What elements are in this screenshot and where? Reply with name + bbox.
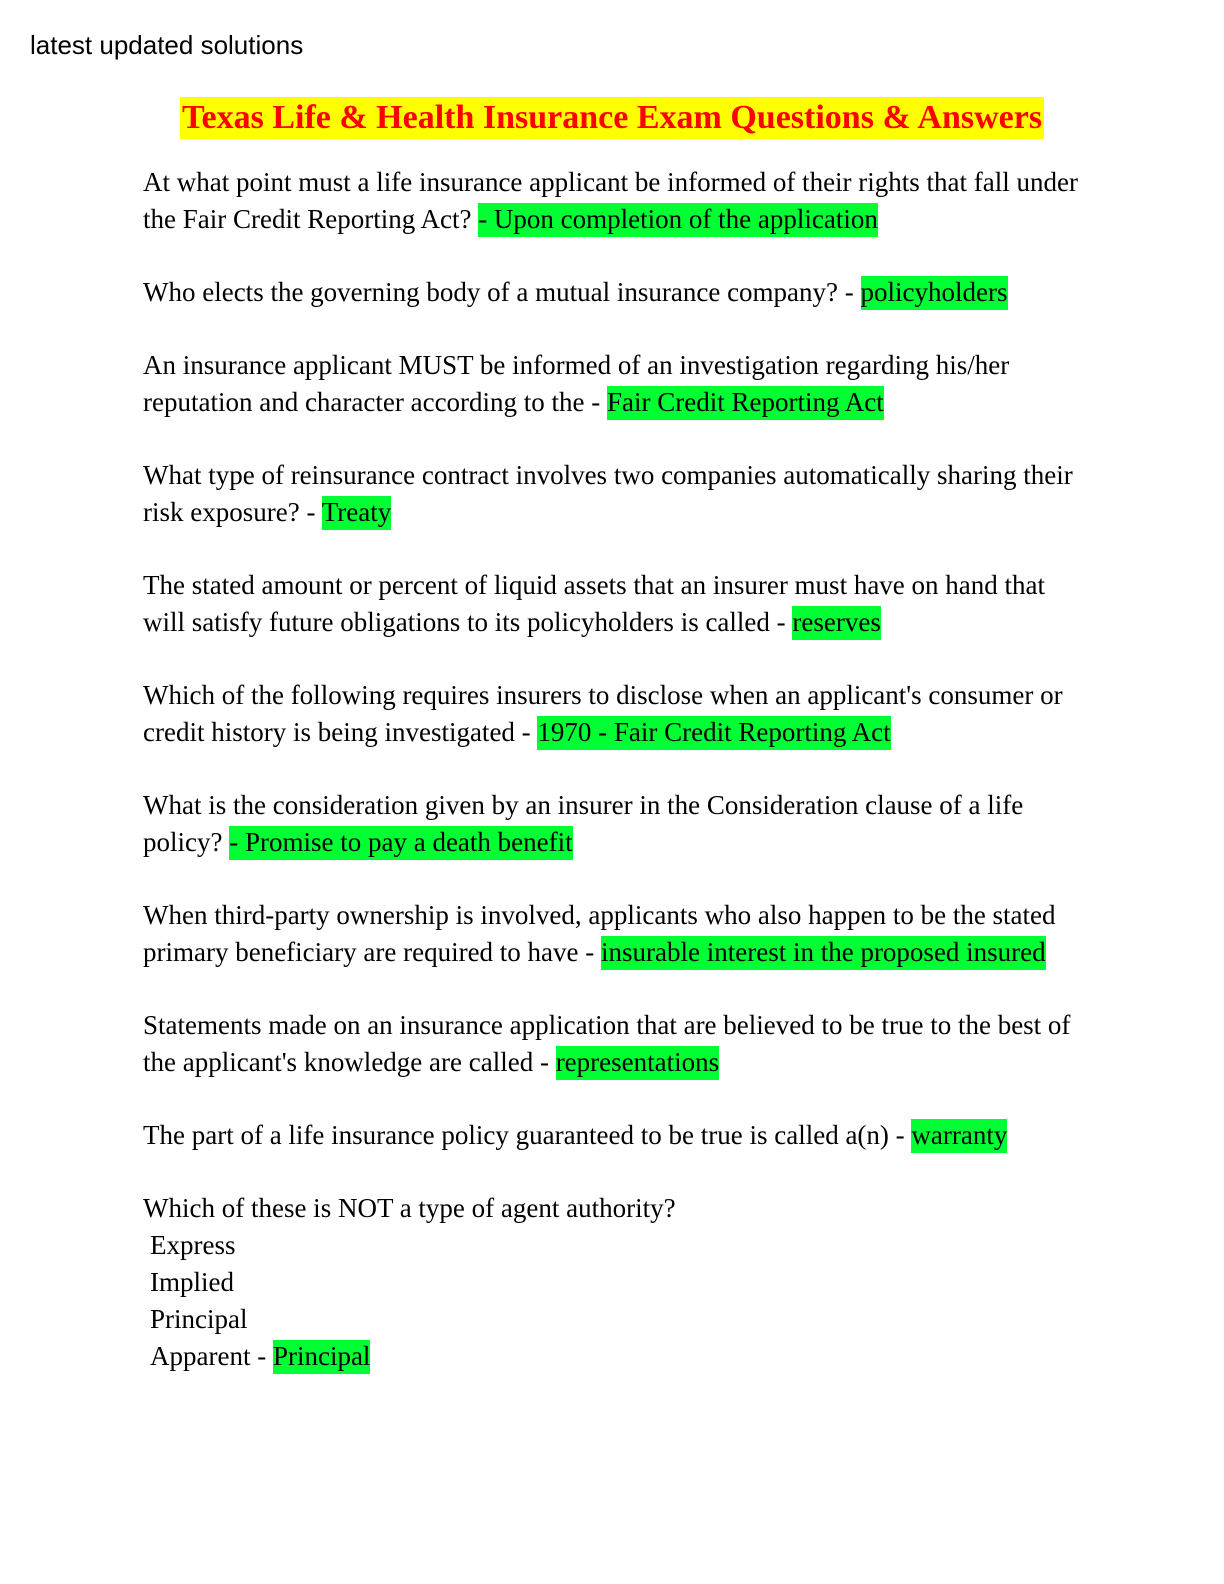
document-title: Texas Life & Health Insurance Exam Quest… <box>179 97 1045 139</box>
qa-item: The part of a life insurance policy guar… <box>143 1117 1083 1154</box>
answer-option-last: Apparent - Principal <box>143 1338 1083 1375</box>
answer-option: Express <box>150 1230 236 1260</box>
answer-option: Principal <box>150 1304 248 1334</box>
qa-item: Which of the following requires insurers… <box>143 677 1083 751</box>
answer-highlight: 1970 - Fair Credit Reporting Act <box>537 716 891 750</box>
qa-item: What type of reinsurance contract involv… <box>143 457 1083 531</box>
question-text: Which of these is NOT a type of agent au… <box>143 1193 676 1223</box>
qa-item: What is the consideration given by an in… <box>143 787 1083 861</box>
answer-option: Implied <box>150 1267 234 1297</box>
answer-highlight: warranty <box>911 1119 1008 1153</box>
question-text: What is the consideration given by an in… <box>143 790 1024 857</box>
question-text: What type of reinsurance contract involv… <box>143 460 1073 527</box>
answer-highlight: reserves <box>792 606 881 640</box>
qa-list: At what point must a life insurance appl… <box>143 164 1083 1411</box>
answer-highlight: Treaty <box>321 496 392 530</box>
qa-item: When third-party ownership is involved, … <box>143 897 1083 971</box>
answer-highlight: Fair Credit Reporting Act <box>607 386 884 420</box>
qa-item: Statements made on an insurance applicat… <box>143 1007 1083 1081</box>
answer-highlight: - Promise to pay a death benefit <box>229 826 573 860</box>
answer-highlight: insurable interest in the proposed insur… <box>601 936 1046 970</box>
qa-item: At what point must a life insurance appl… <box>143 164 1083 238</box>
answer-option-text: Apparent - <box>150 1341 273 1371</box>
question-text: At what point must a life insurance appl… <box>143 167 1078 234</box>
question-text: Who elects the governing body of a mutua… <box>143 277 861 307</box>
qa-item: Who elects the governing body of a mutua… <box>143 274 1083 311</box>
answer-highlight: policyholders <box>860 276 1008 310</box>
answer-highlight: - Upon completion of the application <box>478 203 878 237</box>
answer-highlight: representations <box>555 1046 720 1080</box>
question-text: The stated amount or percent of liquid a… <box>143 570 1046 637</box>
qa-item-multiple-choice: Which of these is NOT a type of agent au… <box>143 1190 1083 1375</box>
question-text: When third-party ownership is involved, … <box>143 900 1056 967</box>
question-text: Statements made on an insurance applicat… <box>143 1010 1071 1077</box>
qa-item: An insurance applicant MUST be informed … <box>143 347 1083 421</box>
title-container: Texas Life & Health Insurance Exam Quest… <box>0 97 1224 139</box>
header-note: latest updated solutions <box>30 30 304 60</box>
question-text: An insurance applicant MUST be informed … <box>143 350 1010 417</box>
qa-item: The stated amount or percent of liquid a… <box>143 567 1083 641</box>
question-text: The part of a life insurance policy guar… <box>143 1120 912 1150</box>
answer-highlight: Principal <box>272 1340 371 1374</box>
question-text: Which of the following requires insurers… <box>143 680 1063 747</box>
